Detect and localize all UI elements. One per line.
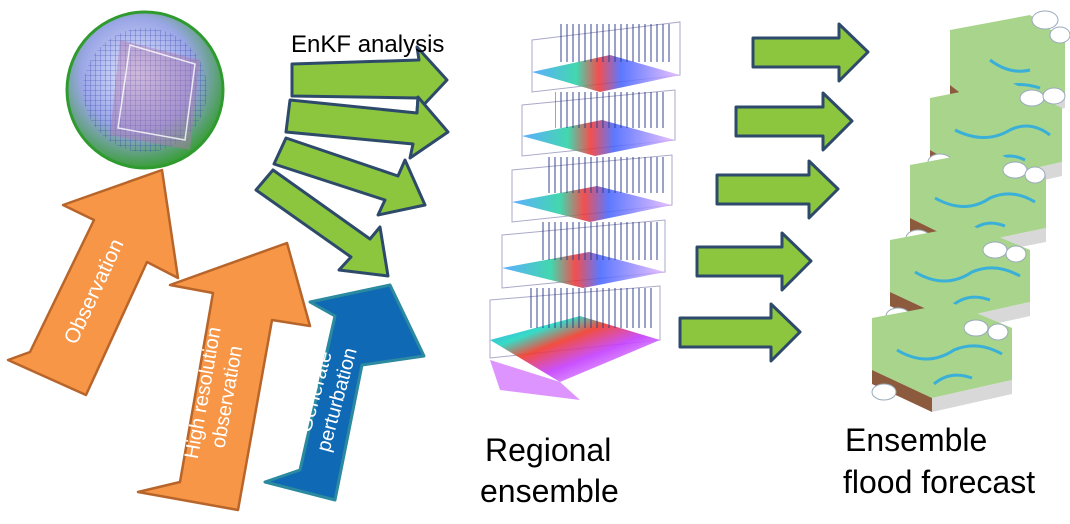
regional-ensemble-label-line2: ensemble <box>480 473 619 509</box>
ensemble-flood-forecast-label-line1: Ensemble <box>845 422 987 458</box>
observation-arrow: Observation <box>6 168 180 397</box>
enkf-arrow-4 <box>254 168 390 278</box>
forecast-arrow-4 <box>695 231 813 292</box>
ensemble-member-2 <box>521 89 676 157</box>
ensemble-member-3 <box>511 154 673 223</box>
globe-image <box>65 10 225 170</box>
high-resolution-observation-arrow: High resolution observation <box>136 241 312 512</box>
flood-map-5 <box>871 303 1012 412</box>
forecast-arrow-3 <box>715 159 840 220</box>
regional-ensemble-label-line1: Regional <box>485 432 611 468</box>
enkf-arrow-2 <box>284 95 450 160</box>
ensemble-member-5 <box>489 285 661 400</box>
ensemble-flood-forecast-label-line2: flood forecast <box>843 464 1035 500</box>
enkf-arrow-1 <box>290 45 449 114</box>
forecast-arrow-1 <box>751 22 870 83</box>
forecast-arrow-2 <box>734 91 854 152</box>
enkf-arrow-3 <box>272 136 427 217</box>
enkf-analysis-label: EnKF analysis <box>291 31 444 58</box>
ensemble-member-1 <box>531 21 681 93</box>
ensemble-member-4 <box>501 219 666 289</box>
forecast-arrow-5 <box>678 302 802 363</box>
